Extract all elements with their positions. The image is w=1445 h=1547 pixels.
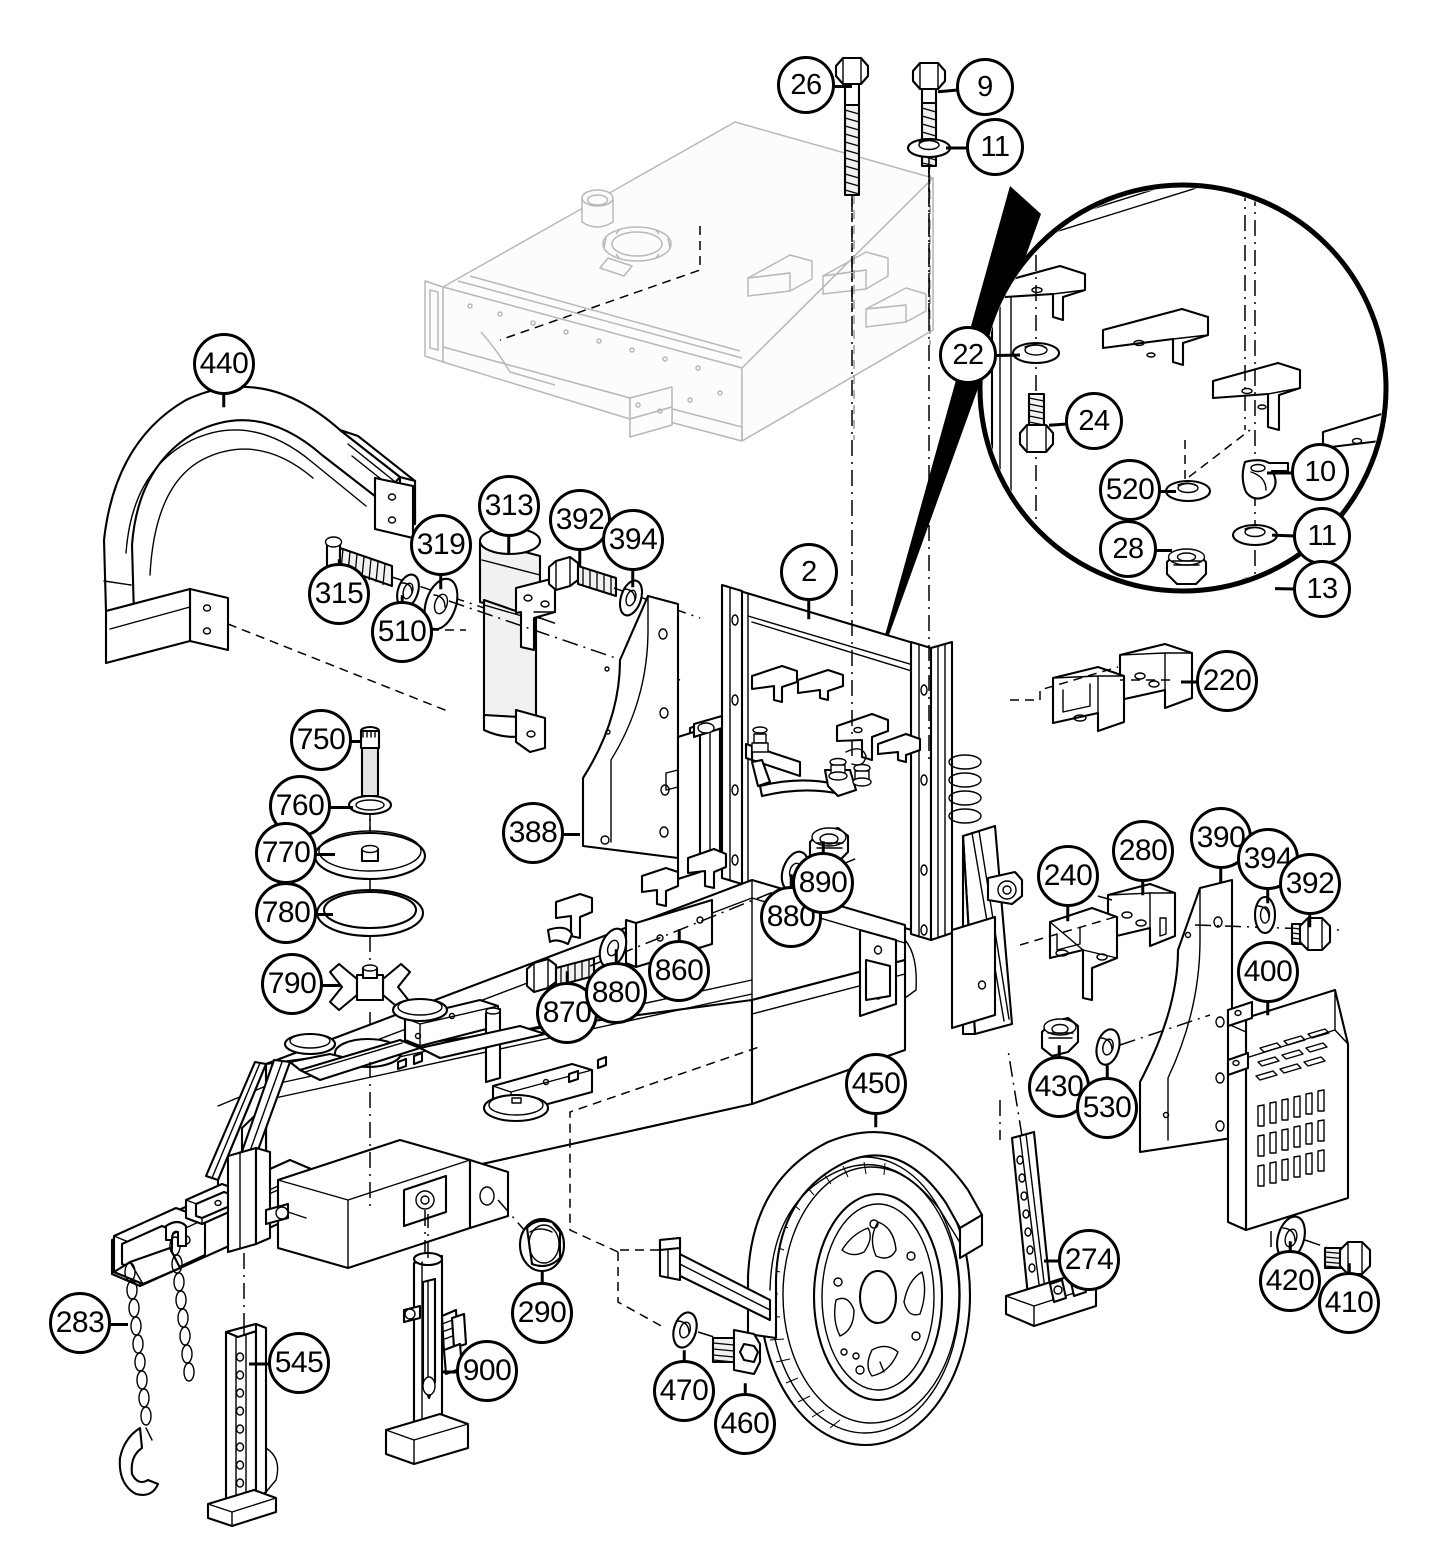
callout-balloon-530[interactable]: 530 [1076, 1077, 1138, 1139]
part-400-vented-enclosure [1226, 988, 1350, 1248]
part-240-channel [1019, 906, 1119, 1002]
callout-balloon-22[interactable]: 22 [939, 326, 997, 384]
callout-balloon-420[interactable]: 420 [1259, 1250, 1321, 1312]
callout-balloon-388[interactable]: 388 [502, 802, 564, 864]
callout-balloon-510[interactable]: 510 [371, 601, 433, 663]
part-900-tongue-jack [384, 1214, 470, 1466]
callout-balloon-870[interactable]: 870 [536, 982, 598, 1044]
callout-balloon-440[interactable]: 440 [193, 333, 255, 395]
callout-balloon-9[interactable]: 9 [956, 58, 1014, 116]
callout-balloon-11b[interactable]: 11 [1293, 507, 1351, 565]
part-394-lock-washer-left [618, 579, 644, 617]
callout-balloon-28[interactable]: 28 [1099, 520, 1157, 578]
callout-balloon-400[interactable]: 400 [1237, 941, 1299, 1003]
part-780-seal-ring [315, 888, 425, 964]
callout-balloon-520[interactable]: 520 [1099, 459, 1161, 521]
part-280-bracket [1106, 882, 1177, 948]
main-frame-chassis [110, 583, 1024, 1320]
part-770-plate [313, 830, 427, 900]
callout-balloon-319[interactable]: 319 [410, 514, 472, 576]
part-390-gusset-plate [1138, 878, 1341, 1154]
callout-balloon-860[interactable]: 860 [648, 940, 710, 1002]
callout-balloon-780[interactable]: 780 [255, 882, 317, 944]
part-470-lock-washer [672, 1311, 731, 1349]
callout-balloon-750[interactable]: 750 [290, 709, 352, 771]
callout-balloon-2[interactable]: 2 [780, 543, 838, 601]
callout-balloon-880a[interactable]: 880 [585, 962, 647, 1024]
part-460-socket-bolt [711, 1328, 762, 1376]
callout-balloon-450[interactable]: 450 [845, 1053, 907, 1115]
detail-view-circle [872, 182, 1389, 682]
callout-balloon-280[interactable]: 280 [1112, 820, 1174, 882]
callout-balloon-240[interactable]: 240 [1037, 845, 1099, 907]
part-430-hex-nut [1040, 1016, 1080, 1058]
callout-balloon-313[interactable]: 313 [478, 475, 540, 537]
callout-balloon-290[interactable]: 290 [511, 1282, 573, 1344]
phantom-tank-assembly [424, 121, 934, 442]
callout-balloon-220[interactable]: 220 [1196, 650, 1258, 712]
callout-balloon-470[interactable]: 470 [653, 1360, 715, 1422]
callout-balloon-392b[interactable]: 392 [1279, 853, 1341, 915]
callout-balloon-26[interactable]: 26 [777, 56, 835, 114]
callout-balloon-11a[interactable]: 11 [966, 118, 1024, 176]
callout-balloon-274[interactable]: 274 [1058, 1229, 1120, 1291]
callout-balloon-545[interactable]: 545 [268, 1332, 330, 1394]
part-283-safety-chain [118, 1220, 195, 1496]
callout-balloon-900[interactable]: 900 [456, 1340, 518, 1402]
part-450-wheel-fender-assembly [569, 1045, 984, 1447]
part-440-fender [102, 385, 451, 713]
part-220-mating-channel [1010, 665, 1126, 733]
callout-balloon-890[interactable]: 890 [792, 852, 854, 914]
part-394-lock-washer-right [1253, 895, 1277, 935]
tower-hardware-cluster [751, 726, 872, 787]
part-545-drop-leg [206, 1322, 279, 1528]
callout-balloon-24[interactable]: 24 [1065, 392, 1123, 450]
part-530-lock-washer [1095, 1014, 1211, 1066]
callout-balloon-460[interactable]: 460 [714, 1393, 776, 1455]
part-388-side-plate [581, 594, 680, 860]
part-790-impeller [328, 962, 412, 1060]
callout-balloon-315[interactable]: 315 [308, 563, 370, 625]
callout-balloon-394a[interactable]: 394 [602, 509, 664, 571]
part-220-bracket [1118, 642, 1194, 710]
callout-balloon-392a[interactable]: 392 [549, 489, 611, 551]
callout-balloon-790[interactable]: 790 [261, 953, 323, 1015]
callout-balloon-770[interactable]: 770 [255, 822, 317, 884]
callout-balloon-410[interactable]: 410 [1318, 1272, 1380, 1334]
callout-balloon-283[interactable]: 283 [49, 1292, 111, 1354]
part-392-hex-bolt-right [1290, 916, 1332, 952]
part-290-cap [518, 1217, 566, 1273]
part-410-hex-bolt [1323, 1240, 1372, 1276]
part-319-flat-washer [423, 577, 459, 631]
callout-balloon-10[interactable]: 10 [1291, 443, 1349, 501]
part-760-o-ring [347, 794, 393, 845]
part-26-hex-bolt [834, 56, 870, 320]
callout-balloon-13[interactable]: 13 [1293, 560, 1351, 618]
